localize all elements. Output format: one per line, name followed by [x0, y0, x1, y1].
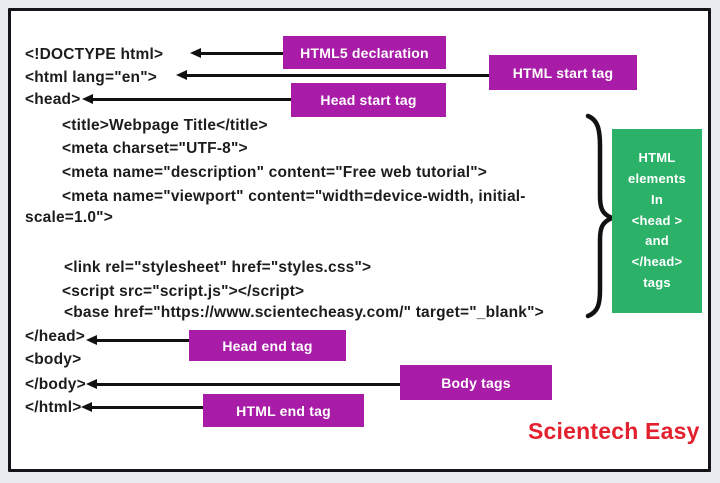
arrow-html-start-tag — [176, 70, 489, 80]
code-line-meta-charset: <meta charset="UTF-8"> — [62, 140, 248, 157]
callout-html-start-tag: HTML start tag — [489, 55, 637, 90]
code-line-base: <base href="https://www.scientecheasy.co… — [64, 304, 544, 321]
code-line-html-close: </html> — [25, 399, 82, 416]
code-line-meta-description: <meta name="description" content="Free w… — [62, 164, 488, 181]
callout-head-end-tag: Head end tag — [189, 330, 346, 361]
callout-body-tags: Body tags — [400, 365, 552, 400]
code-line-meta-viewport: <meta name="viewport" content="width=dev… — [62, 188, 526, 205]
code-line-body-open: <body> — [25, 351, 82, 368]
arrow-html5-declaration — [190, 48, 283, 58]
arrow-html-end-tag — [81, 402, 204, 412]
code-line-head-open: <head> — [25, 91, 81, 108]
code-line-body-close: </body> — [25, 376, 86, 393]
callout-html-start-tag-label: HTML start tag — [512, 64, 614, 81]
arrow-head-start-tag — [82, 94, 291, 104]
callout-html5-declaration-label: HTML5 declaration — [300, 44, 429, 61]
callout-head-start-tag: Head start tag — [291, 83, 446, 117]
callout-html-end-tag-label: HTML end tag — [236, 402, 331, 419]
callout-html-end-tag: HTML end tag — [203, 394, 364, 427]
callout-body-tags-label: Body tags — [441, 374, 511, 391]
arrow-body-tags — [86, 379, 402, 389]
code-line-title: <title>Webpage Title</title> — [62, 117, 268, 134]
callout-head-end-tag-label: Head end tag — [222, 337, 313, 354]
watermark: Scientech Easy — [528, 418, 700, 444]
curly-brace-icon — [585, 113, 616, 319]
callout-head-start-tag-label: Head start tag — [320, 92, 417, 108]
code-line-script: <script src="script.js"></script> — [62, 283, 305, 300]
code-line-meta-viewport-wrap: scale=1.0"> — [25, 209, 113, 226]
code-line-link: <link rel="stylesheet" href="styles.css"… — [64, 259, 372, 276]
code-line-html-open: <html lang="en"> — [25, 69, 158, 86]
head-elements-note: HTML elements In <head > and </head> tag… — [612, 129, 702, 313]
arrow-head-end-tag — [86, 335, 197, 345]
callout-html5-declaration: HTML5 declaration — [283, 36, 446, 69]
code-line-doctype: <!DOCTYPE html> — [25, 46, 164, 63]
code-line-head-close: </head> — [25, 328, 85, 345]
